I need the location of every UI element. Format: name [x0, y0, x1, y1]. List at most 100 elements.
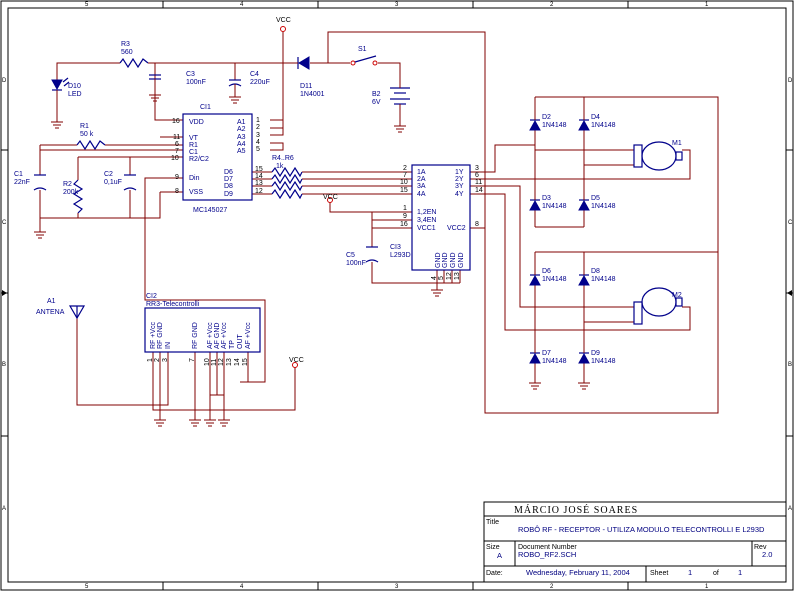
ground-icon	[204, 395, 216, 427]
svg-text:RF GND: RF GND	[192, 322, 199, 349]
svg-text:7: 7	[403, 172, 407, 179]
diode-icon	[578, 119, 590, 131]
svg-text:R1: R1	[189, 142, 198, 149]
ground-icon	[578, 382, 590, 390]
svg-text:1N4148: 1N4148	[542, 203, 567, 210]
title-label: Title	[486, 519, 499, 526]
svg-text:1: 1	[403, 205, 407, 212]
col-label-bottom: 1	[705, 584, 709, 590]
svg-text:4Y: 4Y	[455, 191, 464, 198]
svg-text:RF GND: RF GND	[157, 322, 164, 349]
svg-text:14: 14	[475, 187, 483, 194]
row-label-left: B	[2, 362, 6, 368]
ci3-gnd-pins: GND GND GND GND 4 5 12 13	[431, 252, 465, 280]
ground-icon	[51, 115, 63, 129]
c2-ref: C2	[104, 171, 113, 178]
size-value: A	[497, 551, 502, 560]
ci3-ref: CI3	[390, 244, 401, 251]
d11-value: 1N4001	[300, 91, 325, 98]
col-label-top: 1	[705, 2, 709, 8]
of-label: of	[713, 570, 719, 577]
sheet-label: Sheet	[650, 570, 668, 577]
svg-text:4: 4	[256, 139, 260, 146]
col-label-top: 5	[85, 2, 89, 8]
svg-text:15: 15	[242, 358, 249, 366]
svg-text:R2/C2: R2/C2	[189, 156, 209, 163]
svg-text:9: 9	[403, 213, 407, 220]
ci2-pin-nums: 1 2 3 7 10 11 12 13 14 15	[147, 358, 249, 366]
c2-capacitor: C2 0,1uF	[104, 171, 137, 191]
resistor-icon	[72, 179, 84, 214]
svg-text:12: 12	[218, 358, 225, 366]
ground-symbols	[34, 90, 590, 427]
diode-icon	[529, 352, 541, 364]
col-label-bottom: 2	[550, 584, 554, 590]
col-label-top: 2	[550, 2, 554, 8]
sheets-value: 1	[738, 568, 742, 577]
c3-capacitor: C3 100nF	[149, 71, 206, 90]
svg-text:3Y: 3Y	[455, 183, 464, 190]
svg-text:15: 15	[400, 187, 408, 194]
svg-text:1N4148: 1N4148	[591, 276, 616, 283]
vcc-l293: VCC	[323, 194, 338, 203]
svg-text:D4: D4	[591, 114, 600, 121]
date-value: Wednesday, February 11, 2004	[526, 568, 630, 577]
vcc-label: VCC	[289, 357, 304, 364]
diode-icon	[298, 56, 310, 70]
svg-text:D7: D7	[224, 176, 233, 183]
title-block: MÁRCIO JOSÉ SOARES Title ROBÔ RF - RECEP…	[483, 501, 787, 583]
ground-icon	[431, 289, 443, 297]
svg-text:7: 7	[175, 148, 179, 155]
svg-text:4A: 4A	[417, 191, 426, 198]
svg-text:3,4EN: 3,4EN	[417, 217, 436, 224]
diode-icon	[578, 274, 590, 286]
ground-icon	[34, 231, 46, 239]
svg-text:11: 11	[173, 134, 180, 141]
row-label-left: C	[2, 220, 7, 226]
resistor-icon	[271, 173, 303, 185]
svg-text:13: 13	[226, 358, 233, 366]
svg-text:5: 5	[256, 146, 260, 153]
svg-text:AF +Vcc: AF +Vcc	[221, 322, 228, 349]
r2-ref: R2	[63, 181, 72, 188]
m2-motor: M2	[633, 287, 683, 325]
ci3-part: L293D	[390, 252, 411, 259]
row-label-right: D	[788, 78, 793, 84]
ci2-module: CI2 RR3-Telecontrolli RF +Vcc RF GND IN …	[144, 293, 261, 366]
svg-text:D9: D9	[591, 350, 600, 357]
svg-text:2: 2	[256, 124, 260, 131]
svg-text:3A: 3A	[417, 183, 426, 190]
svg-text:10: 10	[204, 358, 211, 366]
svg-text:1N4148: 1N4148	[591, 203, 616, 210]
r3-ref: R3	[121, 41, 130, 48]
svg-text:D8: D8	[591, 268, 600, 275]
svg-text:3: 3	[162, 358, 169, 362]
svg-text:13: 13	[255, 180, 263, 187]
sheet-value: 1	[688, 568, 692, 577]
svg-text:14: 14	[255, 173, 263, 180]
d11-ref: D11	[300, 83, 312, 90]
svg-text:GND: GND	[442, 252, 449, 268]
vcc-icon	[292, 362, 298, 368]
ground-icon	[189, 395, 201, 427]
author-name: MÁRCIO JOSÉ SOARES	[514, 504, 638, 516]
vcc-icon	[280, 26, 286, 32]
ci3-vcc2-num: 8	[475, 221, 479, 228]
svg-text:AF +Vcc: AF +Vcc	[245, 322, 252, 349]
c4-capacitor: C4 220uF	[228, 71, 270, 92]
svg-text:D6: D6	[224, 169, 233, 176]
r4r6-ref: R4..R6	[272, 155, 294, 162]
svg-text:12: 12	[446, 272, 453, 280]
svg-text:RF +Vcc: RF +Vcc	[150, 321, 157, 349]
svg-text:11: 11	[211, 359, 218, 366]
svg-text:2: 2	[154, 358, 161, 362]
rev-label: Rev	[754, 544, 767, 551]
switch-icon	[350, 60, 356, 66]
